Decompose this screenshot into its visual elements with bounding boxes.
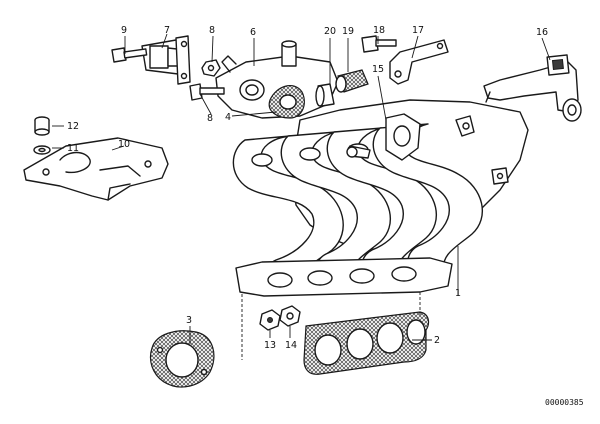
callout-1: 1 [455,288,461,299]
callout-3: 3 [186,315,192,326]
throttle-gasket [268,84,305,119]
callout-16: 16 [536,27,548,38]
bolt-18 [361,35,397,53]
bolt-12 [34,116,50,136]
callout-18: 18 [373,25,385,36]
washer-11 [33,145,51,155]
callout-8-upper: 8 [209,25,215,36]
callout-17: 17 [412,25,424,36]
callout-19: 19 [342,26,354,37]
sleeve-19 [335,69,369,93]
gasket-2 [303,311,430,375]
callout-10: 10 [118,139,130,150]
intake-manifold [232,99,529,297]
callout-13: 13 [264,340,276,351]
bracket-13 [483,54,582,122]
callout-15: 15 [372,64,384,75]
document-number: 00000385 [545,398,584,407]
nut-8-upper [201,59,221,77]
bolt-9 [111,47,148,63]
leader-lines [52,33,551,360]
idle-valve-assembly [141,35,191,85]
callout-11: 11 [67,143,79,154]
spacer-20 [315,83,335,107]
stud-15 [346,113,421,161]
throttle-adapter [215,40,339,119]
nut-14 [279,305,301,327]
bracket-17 [389,39,449,85]
callout-6: 6 [250,27,256,38]
support-bracket-10 [23,137,169,201]
callout-14: 14 [285,340,297,351]
callout-numbers: 9 7 8 6 20 19 18 17 16 15 8 4 12 11 10 1… [67,25,548,351]
callout-4: 4 [225,112,231,123]
callout-12: 12 [67,121,79,132]
callout-20: 20 [324,26,336,37]
callout-7: 7 [164,25,170,36]
bolt-8-lower [189,83,225,101]
callout-9: 9 [121,25,127,36]
callout-8-lower: 8 [207,113,213,124]
nut-13 [259,309,281,331]
gasket-3 [149,330,215,388]
callout-2: 2 [434,335,440,346]
